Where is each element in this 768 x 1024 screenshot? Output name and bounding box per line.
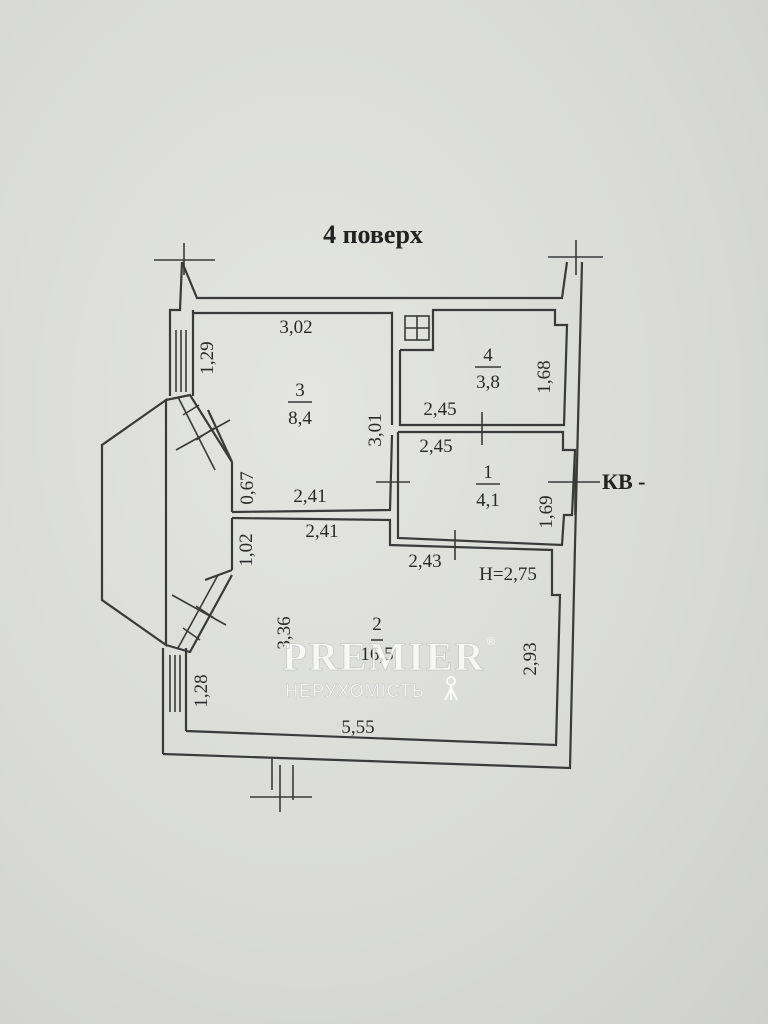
room3-top-dimension: 3,02 [279,317,312,338]
room2-left-upper-dimension: 1,02 [236,533,257,566]
walls [161,261,584,770]
room1-top-dimension: 2,45 [419,436,452,457]
room1-right-dimension: 1,69 [536,495,557,528]
room3-number: 3 [295,380,305,401]
room2-area: 16,5 [360,644,393,665]
room2-right-dimension: 2,93 [520,642,541,675]
room2-number: 2 [372,614,382,635]
person-key-icon [444,676,458,701]
room3-left-dimension: 1,29 [197,341,218,374]
room3-bottom-dimension: 2,41 [293,486,326,507]
room1-number: 1 [483,462,493,483]
room-4-outline [398,308,569,427]
bay-upper-dimension: 0,67 [237,471,258,504]
room-3-outline [193,311,394,514]
room3-right-dimension: 3,01 [365,413,386,446]
watermark-logo: PREMIER ® НЕРУХОМІСТЬ [282,634,495,702]
room4-area: 3,8 [476,372,500,393]
room4-right-dimension: 1,68 [534,360,555,393]
room2-bottom-dimension: 5,55 [341,717,374,738]
axis-ticks [154,240,603,812]
watermark-registered: ® [487,636,495,648]
floor-title: 4 поверх [323,220,423,249]
ceiling-height: H=2,75 [479,564,537,585]
room-2-outline [185,516,562,747]
room3-area: 8,4 [288,408,312,429]
room4-number: 4 [483,345,493,366]
room2-left-dimension: 3,36 [274,616,295,649]
room1-bottom-dimension: 2,43 [408,551,441,572]
bay-window [100,393,233,654]
entrance-label: КВ - [602,469,645,494]
room2-left-lower-dimension: 1,28 [191,674,212,707]
window-marks [169,330,187,712]
room2-top-dimension: 2,41 [305,521,338,542]
room1-area: 4,1 [476,490,500,511]
room4-bottom-dimension: 2,45 [423,399,456,420]
watermark-subtitle: НЕРУХОМІСТЬ [285,681,425,701]
watermark-brand: PREMIER [283,634,486,679]
